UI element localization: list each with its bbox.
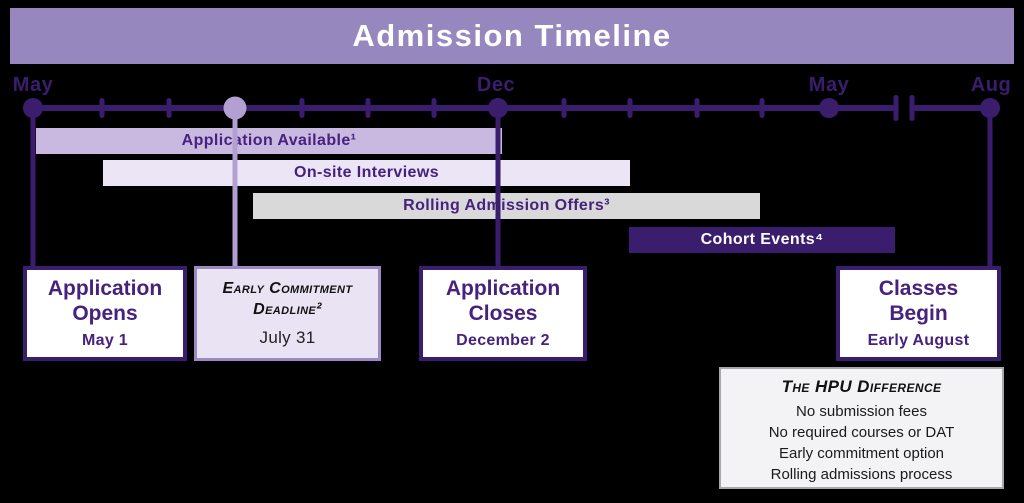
hpu-title: The HPU Difference bbox=[781, 377, 942, 396]
timeline-break-tick bbox=[909, 95, 915, 121]
bar-onsite-interviews: On-site Interviews bbox=[103, 160, 630, 186]
event-title: Application Closes bbox=[445, 277, 561, 325]
connector-july-early-commitment bbox=[232, 108, 238, 268]
timeline-dot-may-start bbox=[23, 98, 43, 118]
bar-rolling-admission-offers-label: Rolling Admission Offers³ bbox=[403, 197, 610, 214]
hpu-item: No required courses or DAT bbox=[768, 424, 955, 441]
bar-application-available-label: Application Available¹ bbox=[181, 132, 357, 149]
timeline-tick bbox=[627, 98, 633, 118]
bar-onsite-interviews-label: On-site Interviews bbox=[293, 164, 440, 181]
event-date: July 31 bbox=[259, 328, 316, 348]
event-box-early-commitment-deadline: Early Commitment Deadline² July 31 bbox=[194, 266, 381, 361]
month-label-dec: Dec bbox=[476, 74, 516, 96]
event-box-classes-begin: Classes Begin Early August bbox=[836, 266, 1001, 361]
bar-cohort-events-label: Cohort Events⁴ bbox=[700, 231, 824, 248]
timeline-tick bbox=[166, 98, 172, 118]
timeline-line-segment-2 bbox=[910, 105, 991, 111]
event-box-application-closes: Application Closes December 2 bbox=[419, 266, 587, 361]
timeline-dot-dec bbox=[488, 98, 508, 118]
timeline-tick bbox=[561, 98, 567, 118]
timeline-tick bbox=[431, 98, 437, 118]
timeline-dot-may-end bbox=[819, 98, 839, 118]
timeline-tick bbox=[299, 98, 305, 118]
bar-cohort-events: Cohort Events⁴ bbox=[629, 227, 895, 253]
timeline-line-segment-1 bbox=[33, 105, 898, 111]
hpu-difference-box: The HPU Difference No submission fees No… bbox=[719, 367, 1004, 489]
event-date: December 2 bbox=[456, 331, 550, 349]
hpu-item: No submission fees bbox=[796, 403, 927, 420]
event-title: Application Opens bbox=[47, 277, 163, 325]
timeline-tick bbox=[99, 98, 105, 118]
timeline-tick bbox=[759, 98, 765, 118]
page-title: Admission Timeline bbox=[352, 18, 672, 53]
hpu-item: Early commitment option bbox=[778, 445, 945, 462]
connector-dec-application-closes bbox=[495, 108, 501, 266]
header-bar: Admission Timeline bbox=[10, 8, 1014, 64]
hpu-item: Rolling admissions process bbox=[770, 466, 953, 483]
connector-aug-classes-begin bbox=[987, 108, 993, 266]
month-label-aug: Aug bbox=[970, 74, 1012, 96]
timeline-tick bbox=[365, 98, 371, 118]
event-date: May 1 bbox=[82, 331, 128, 349]
timeline-tick bbox=[694, 98, 700, 118]
timeline-dot-aug bbox=[980, 98, 1000, 118]
event-box-application-opens: Application Opens May 1 bbox=[23, 266, 187, 361]
event-title: Classes Begin bbox=[878, 277, 959, 325]
timeline-break-tick bbox=[893, 95, 899, 121]
bar-rolling-admission-offers: Rolling Admission Offers³ bbox=[253, 193, 760, 219]
event-date: Early August bbox=[867, 331, 970, 349]
connector-may-application-opens bbox=[30, 108, 36, 266]
timeline-dot-july bbox=[223, 96, 247, 120]
month-label-may-end: May bbox=[808, 74, 850, 96]
bar-application-available: Application Available¹ bbox=[36, 128, 502, 154]
event-title: Early Commitment Deadline² bbox=[222, 279, 353, 318]
month-label-may-start: May bbox=[12, 74, 54, 96]
